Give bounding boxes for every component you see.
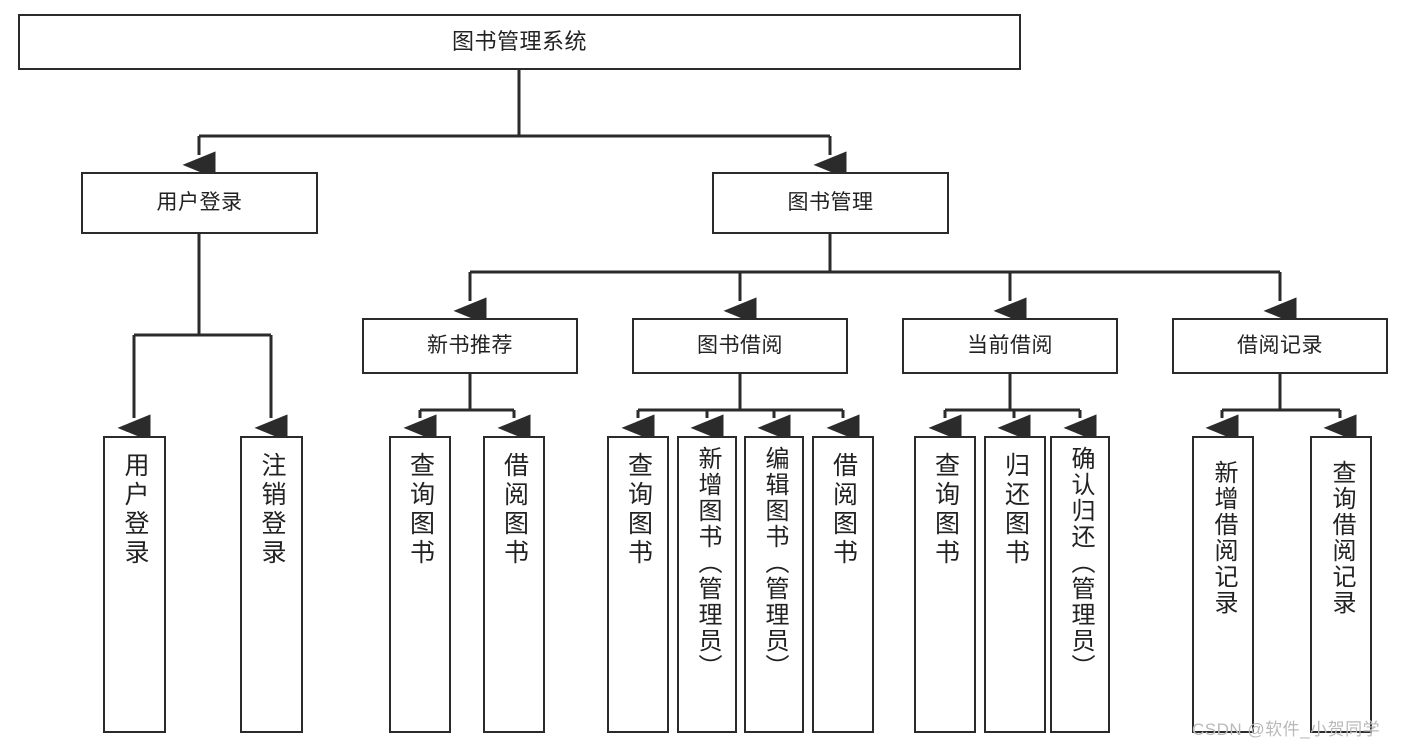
leaf-add-book[interactable]: 新增图书（管理员） [677,436,737,733]
leaf-borrow-book-2-label: 借阅图书 [829,452,858,568]
node-book-borrow[interactable]: 图书借阅 [632,318,848,374]
leaf-borrow-book-2[interactable]: 借阅图书 [812,436,874,733]
node-current-borrow-label: 当前借阅 [967,333,1053,357]
leaf-query-book-3-label: 查询图书 [931,452,960,568]
leaf-confirm-return-label: 确认归还（管理员） [1067,446,1094,680]
node-root-label: 图书管理系统 [451,29,587,55]
leaf-edit-book-label: 编辑图书（管理员） [761,446,788,680]
node-user-login-label: 用户登录 [156,190,243,214]
leaf-return-book[interactable]: 归还图书 [984,436,1046,733]
node-borrow-record-label: 借阅记录 [1237,333,1323,357]
leaf-borrow-book-1[interactable]: 借阅图书 [483,436,545,733]
leaf-query-record-label: 查询借阅记录 [1328,460,1355,616]
leaf-user-login-label: 用户登录 [121,452,149,568]
leaf-query-book-2-label: 查询图书 [624,452,653,568]
leaf-query-book-3[interactable]: 查询图书 [914,436,976,733]
leaf-add-record-label: 新增借阅记录 [1210,460,1237,616]
node-new-book-recommend[interactable]: 新书推荐 [362,318,578,374]
node-root[interactable]: 图书管理系统 [18,14,1021,70]
leaf-borrow-book-1-label: 借阅图书 [500,452,529,568]
node-book-borrow-label: 图书借阅 [697,333,783,357]
leaf-query-book-2[interactable]: 查询图书 [607,436,669,733]
leaf-logout[interactable]: 注销登录 [240,436,303,733]
node-new-book-recommend-label: 新书推荐 [427,333,513,357]
node-user-login[interactable]: 用户登录 [81,172,318,234]
leaf-add-book-label: 新增图书（管理员） [694,446,721,680]
node-book-manage[interactable]: 图书管理 [712,172,949,234]
leaf-query-record[interactable]: 查询借阅记录 [1310,436,1372,733]
leaf-query-book-1-label: 查询图书 [406,452,435,568]
leaf-edit-book[interactable]: 编辑图书（管理员） [744,436,804,733]
leaf-user-login[interactable]: 用户登录 [103,436,166,733]
leaf-confirm-return[interactable]: 确认归还（管理员） [1050,436,1110,733]
leaf-add-record[interactable]: 新增借阅记录 [1192,436,1254,733]
leaf-logout-label: 注销登录 [258,452,286,568]
node-current-borrow[interactable]: 当前借阅 [902,318,1118,374]
node-book-manage-label: 图书管理 [787,190,874,214]
node-borrow-record[interactable]: 借阅记录 [1172,318,1388,374]
leaf-return-book-label: 归还图书 [1001,452,1030,568]
watermark: CSDN @软件_小贺同学 [1192,720,1381,739]
leaf-query-book-1[interactable]: 查询图书 [389,436,451,733]
